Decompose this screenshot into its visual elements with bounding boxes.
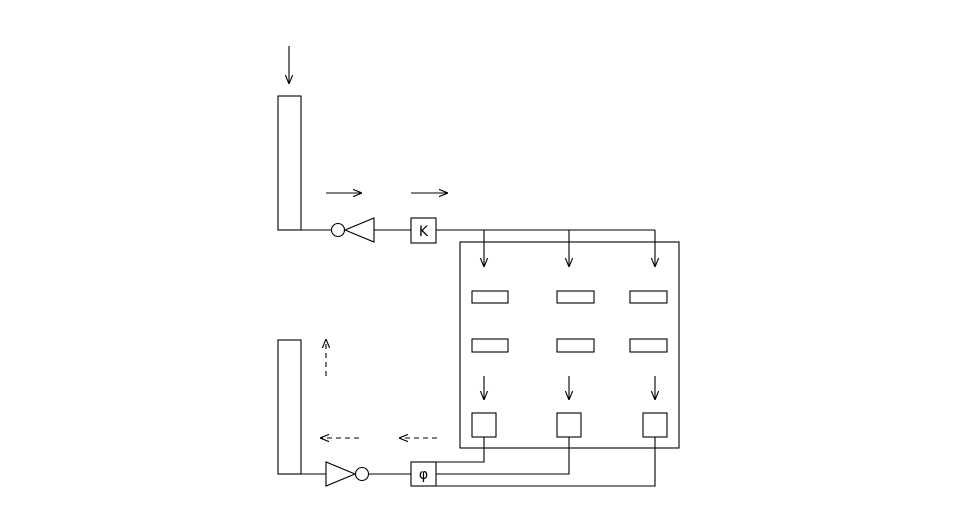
slot-top-3: [629, 290, 668, 304]
return-pump-triangle: [325, 461, 357, 487]
supply-pump-triangle: [343, 217, 375, 243]
collector-1: [471, 412, 497, 438]
k-label: K: [419, 224, 429, 240]
return-line-1: [436, 437, 485, 463]
return-column: [277, 339, 302, 475]
phi-label: φ: [419, 467, 428, 483]
collector-3: [642, 412, 668, 438]
slot-bottom-1: [471, 338, 509, 353]
supply-pump-circle: [330, 222, 346, 238]
return-pump-circle: [354, 466, 370, 482]
slot-bottom-3: [629, 338, 668, 353]
supply-column: [277, 95, 302, 231]
collector-2: [556, 412, 582, 438]
phi-box: [410, 461, 437, 487]
return-line-3: [436, 437, 656, 487]
slot-top-1: [471, 290, 509, 304]
return-line-2: [436, 437, 570, 475]
k-box: [410, 217, 437, 244]
slot-top-2: [556, 290, 595, 304]
slot-bottom-2: [556, 338, 595, 353]
